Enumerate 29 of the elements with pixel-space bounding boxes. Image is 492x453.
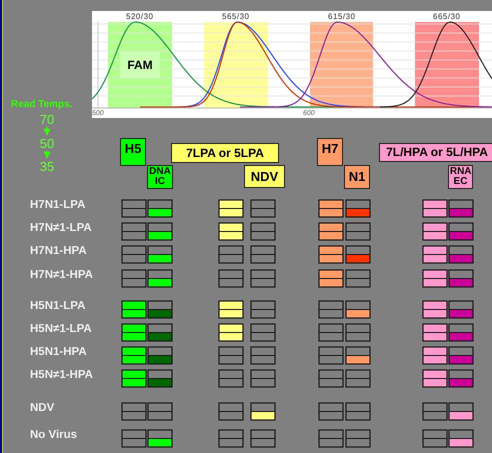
filter-wavelength: 520/30 xyxy=(126,12,154,21)
assay-label-box: 7LPA or 5LPA xyxy=(171,143,279,163)
sample-row-label: H5N1-LPA xyxy=(30,300,86,312)
read-temperatures-heading: Read Temps. xyxy=(11,99,72,110)
assay-label-box: NDV xyxy=(244,165,285,188)
assay-label-box: 7L/HPA or 5L/HPA xyxy=(379,143,492,162)
filter-wavelength: 565/30 xyxy=(222,12,250,21)
assay-label-box: H7 xyxy=(317,138,343,166)
sample-row-label: H7N≠1-LPA xyxy=(30,222,92,234)
sample-row-label: No Virus xyxy=(30,429,78,441)
assay-label-box: DNA IC xyxy=(147,165,173,189)
sample-row-label: H7N≠1-HPA xyxy=(30,269,93,281)
arrow xyxy=(44,127,50,136)
sample-row-label: H7N1-HPA xyxy=(30,245,87,257)
filter-wavelength: 665/30 xyxy=(433,12,460,21)
temperature-value: 35 xyxy=(36,159,58,173)
assay-label-box: N1 xyxy=(344,165,370,189)
assay-label-box: H5 xyxy=(120,138,146,166)
sample-row-label: H5N≠1-HPA xyxy=(30,369,93,381)
temperature-value: 70 xyxy=(36,112,58,126)
sample-row-label: H7N1-LPA xyxy=(30,199,86,211)
assay-label-box: RNA EC xyxy=(448,165,473,189)
temperature-value: 50 xyxy=(36,136,58,150)
sample-row-label: H5N1-HPA xyxy=(30,346,87,358)
sample-row-label: H5N≠1-LPA xyxy=(30,323,92,335)
dye-label: FAM xyxy=(120,52,160,78)
arrow xyxy=(44,151,50,159)
sample-row-label: NDV xyxy=(30,402,54,414)
filter-wavelength: 615/30 xyxy=(328,12,356,21)
